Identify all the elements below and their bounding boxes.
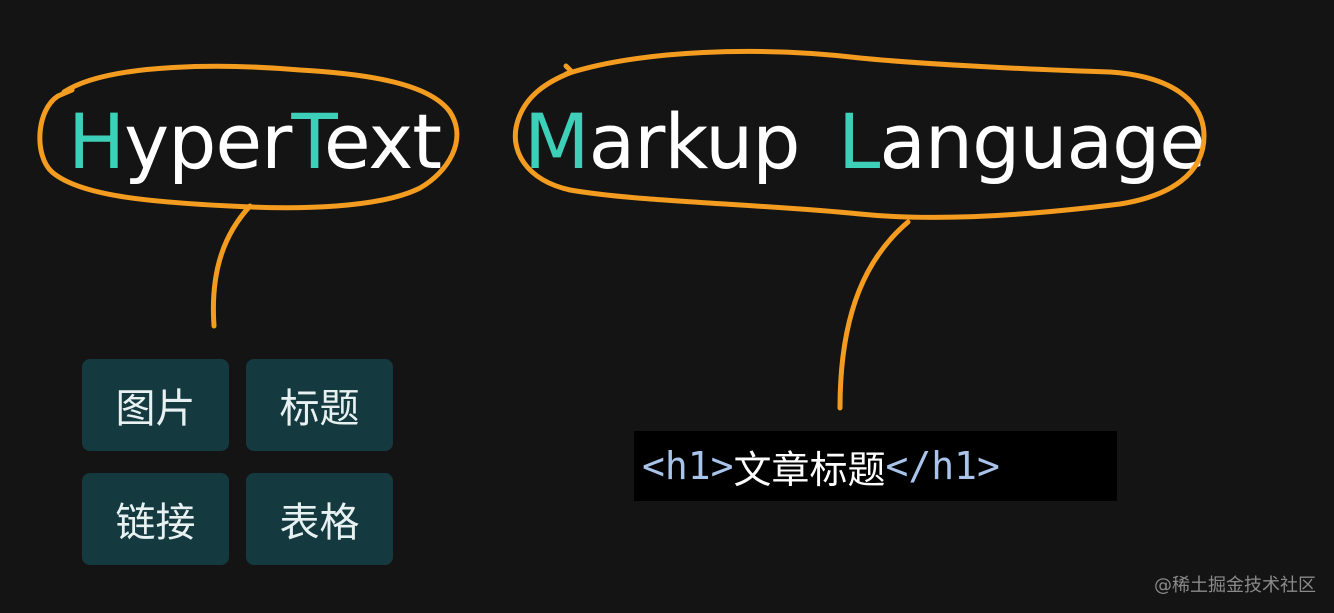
tile-heading: 标题 xyxy=(246,359,393,451)
word-language: Language xyxy=(838,104,1206,180)
text-ext: ext xyxy=(323,97,442,186)
watermark: @稀土掘金技术社区 xyxy=(1154,575,1316,596)
tag-content: 文章标题 xyxy=(733,447,886,492)
letter-t: T xyxy=(291,97,325,186)
open-tag: <h1> xyxy=(642,444,734,488)
text-arkup: arkup xyxy=(588,97,801,186)
text-anguage: anguage xyxy=(879,97,1206,186)
tile-table: 表格 xyxy=(246,473,393,565)
letter-h: H xyxy=(68,97,125,186)
code-example: <h1>文章标题</h1> xyxy=(634,431,1117,501)
tile-link: 链接 xyxy=(82,473,229,565)
word-markup: Markup xyxy=(524,104,800,180)
close-tag: </h1> xyxy=(885,444,1000,488)
hypertext-connector xyxy=(210,203,253,329)
letter-m: M xyxy=(524,97,590,186)
markup-connector xyxy=(837,219,911,411)
letter-l: L xyxy=(838,97,880,186)
text-yper: yper xyxy=(124,97,292,186)
word-hypertext: HyperText xyxy=(68,104,442,180)
tile-image: 图片 xyxy=(82,359,229,451)
